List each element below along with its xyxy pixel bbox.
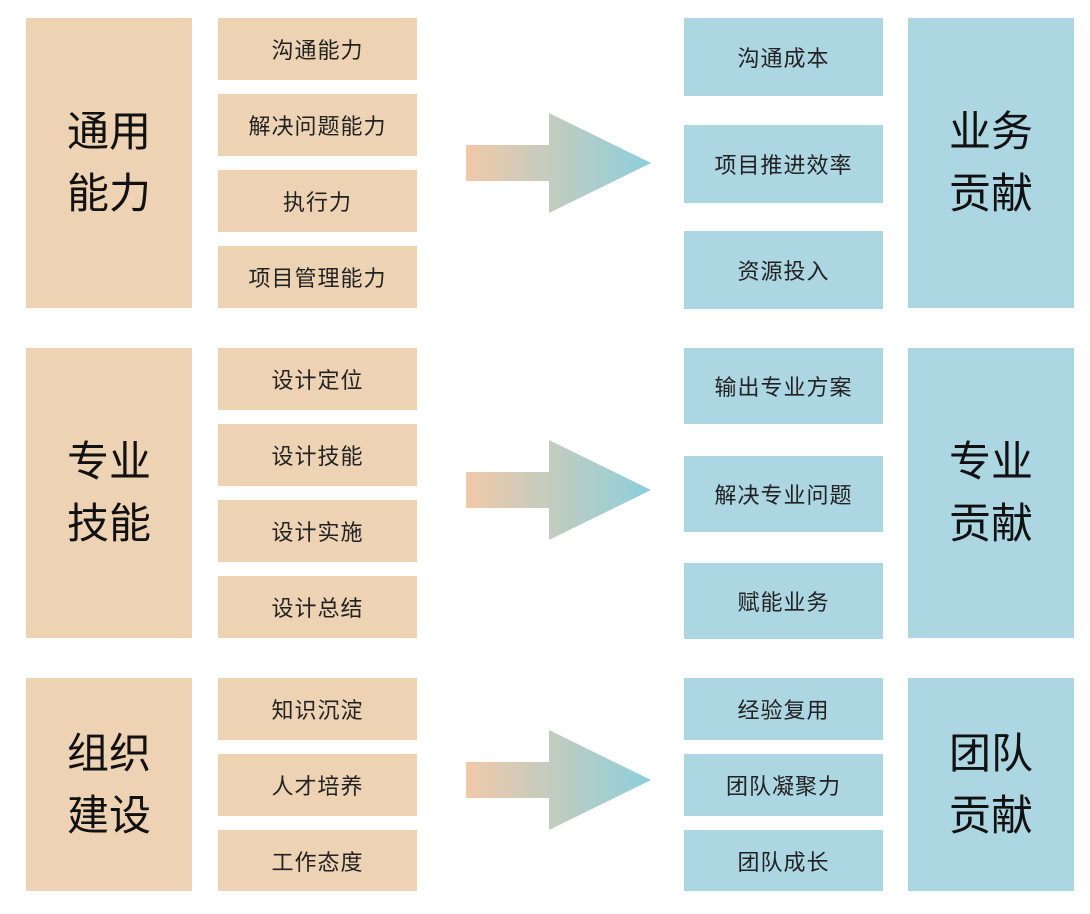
group-3-left-title-box: 组织建设	[26, 678, 192, 891]
group-3-right-title-box: 团队贡献	[908, 678, 1074, 891]
group-3-right-item-3: 团队成长	[684, 830, 883, 891]
group-3-right-item-1: 经验复用	[684, 678, 883, 740]
group-3-left-title: 组织建设	[66, 728, 151, 840]
group-2-right-item-2: 解决专业问题	[684, 456, 883, 532]
group-2-left-item-1: 设计定位	[218, 348, 417, 410]
group-2-right-item-3: 赋能业务	[684, 563, 883, 639]
group-1-arrow-icon	[466, 113, 651, 213]
group-1-left-item-2: 解决问题能力	[218, 94, 417, 156]
group-2-left-title-box: 专业技能	[26, 348, 192, 638]
group-2-left-item-3: 设计实施	[218, 500, 417, 562]
group-1-left-title-box: 通用能力	[26, 18, 192, 308]
group-2-left-item-4: 设计总结	[218, 576, 417, 638]
group-3-right-item-2: 团队凝聚力	[684, 754, 883, 816]
group-1-right-item-2: 项目推进效率	[684, 125, 883, 203]
group-1-left-item-1: 沟通能力	[218, 18, 417, 80]
group-3-left-item-1: 知识沉淀	[218, 678, 417, 740]
group-3-right-title: 团队贡献	[948, 728, 1033, 840]
group-1-right-item-1: 沟通成本	[684, 18, 883, 96]
group-1-left-item-3: 执行力	[218, 170, 417, 232]
group-3-left-item-2: 人才培养	[218, 754, 417, 816]
group-1-right-title: 业务贡献	[948, 107, 1033, 218]
group-2-right-title: 专业贡献	[948, 437, 1033, 548]
group-2-arrow-icon	[466, 440, 651, 540]
group-3-left-item-3: 工作态度	[218, 830, 417, 891]
group-2-left-item-2: 设计技能	[218, 424, 417, 486]
group-2-right-item-1: 输出专业方案	[684, 348, 883, 424]
group-1-left-title: 通用能力	[66, 107, 151, 218]
group-3-arrow-icon	[466, 730, 651, 830]
group-1-right-title-box: 业务贡献	[908, 18, 1074, 308]
group-2-right-title-box: 专业贡献	[908, 348, 1074, 638]
group-2-left-title: 专业技能	[66, 437, 151, 548]
group-1-right-item-3: 资源投入	[684, 231, 883, 309]
group-1-left-item-4: 项目管理能力	[218, 246, 417, 308]
